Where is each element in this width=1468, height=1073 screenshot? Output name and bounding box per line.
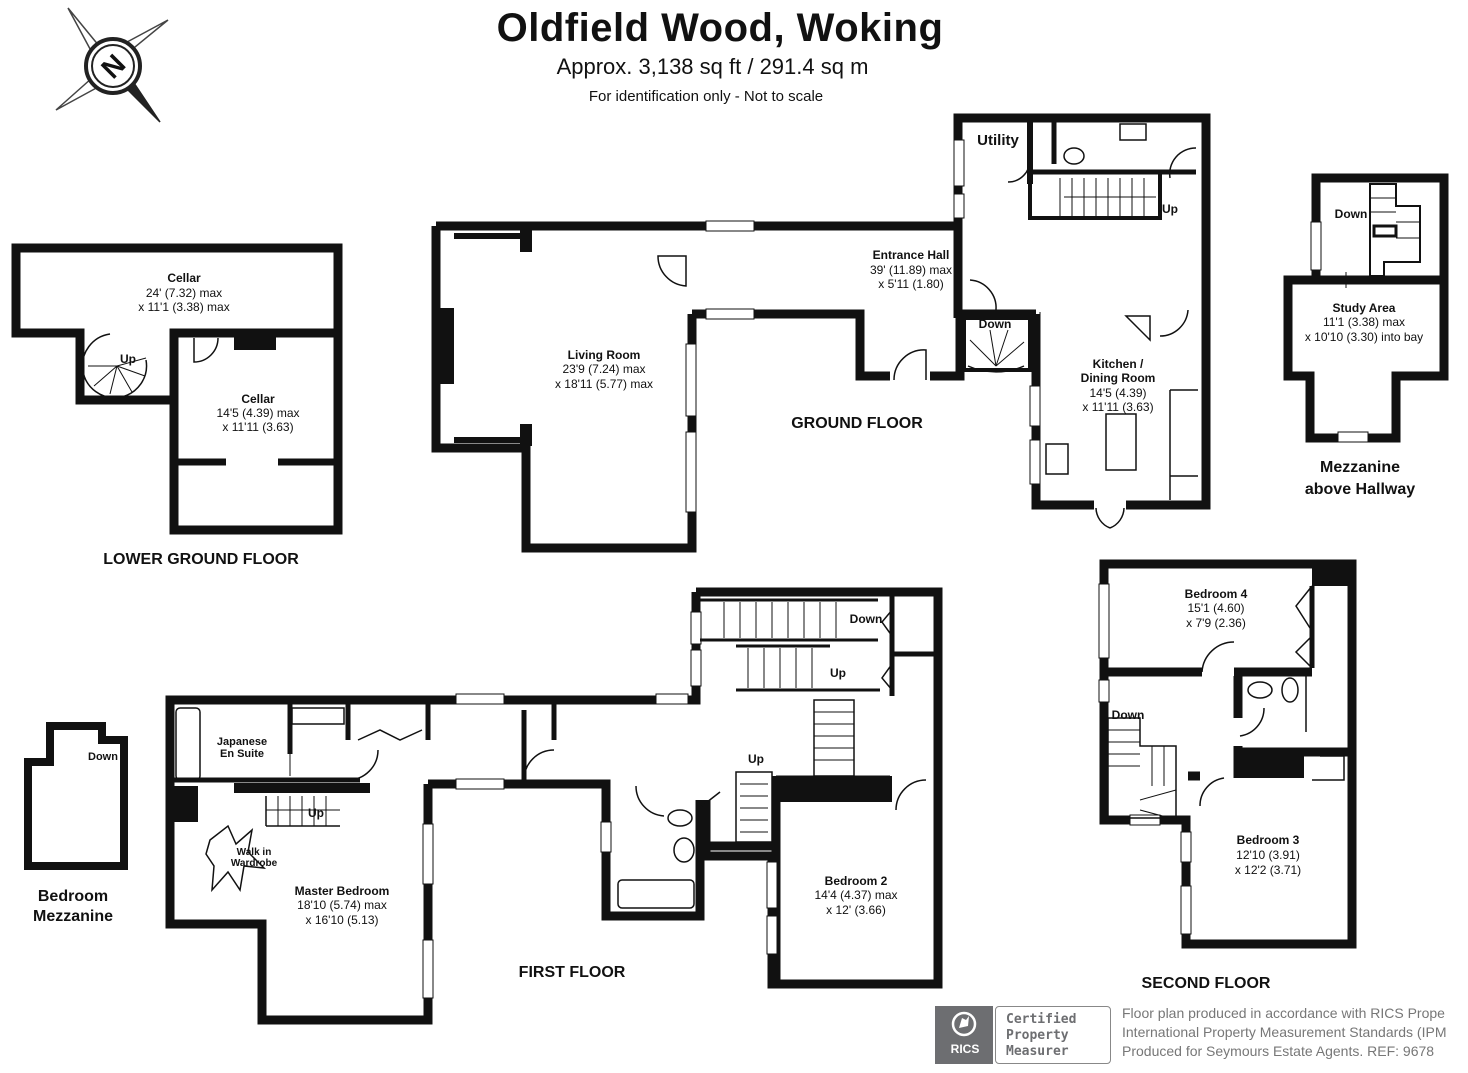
rics-line-1: Certified (1006, 1012, 1077, 1027)
footer-text: Floor plan produced in accordance with R… (1122, 1004, 1468, 1061)
bed3-dim2: x 12'2 (3.71) (1235, 863, 1301, 877)
first-stair-down: Down (850, 612, 883, 626)
ground-floor-walls (431, 113, 1211, 553)
bedmezz-stair-down: Down (88, 751, 118, 763)
plan-note: For identification only - Not to scale (588, 88, 824, 105)
ensuite-name1: Japanese (217, 736, 267, 748)
mezz-hall-details (1310, 183, 1421, 443)
mezz-hall-label-2: above Hallway (1305, 481, 1415, 498)
wardrobe-name1: Walk in (237, 847, 272, 858)
wardrobe-name2: Wardrobe (231, 858, 278, 869)
first-stair-up-top: Up (830, 666, 846, 680)
plan-area: Approx. 3,138 sq ft / 291.4 sq m (556, 54, 869, 79)
bed2-name: Bedroom 2 (825, 874, 888, 888)
cellar1-name: Cellar (167, 271, 201, 285)
mezz-hall-walls (1283, 173, 1449, 443)
kitchen-name1: Kitchen / (1093, 357, 1144, 371)
rics-badge: RICS Certified Property Measurer (935, 1006, 1111, 1064)
rics-cert-box: Certified Property Measurer (995, 1006, 1111, 1064)
first-floor-details (170, 596, 934, 999)
bed-mezz-label-2: Mezzanine (33, 908, 113, 925)
bed-mezz-label-1: Bedroom (38, 888, 108, 905)
rics-logo-icon: RICS (935, 1006, 993, 1064)
master-name: Master Bedroom (295, 884, 390, 898)
second-floor-label: SECOND FLOOR (1142, 975, 1271, 992)
hall-dim1: 39' (11.89) max (870, 263, 952, 277)
bed2-dim1: 14'4 (4.37) max (815, 888, 898, 902)
compass-icon: N (55, 7, 169, 123)
cellar2-dim2: x 11'11 (3.63) (222, 420, 293, 434)
first-stair-up-mid: Up (748, 752, 764, 766)
bed-mezz-walls (24, 722, 128, 870)
study-stair-down: Down (1335, 207, 1368, 221)
ground-floor-label: GROUND FLOOR (791, 415, 923, 432)
footer-line-1: Floor plan produced in accordance with R… (1122, 1005, 1445, 1021)
bed4-dim1: 15'1 (4.60) (1188, 601, 1245, 615)
footer-line-2: International Property Measurement Stand… (1122, 1024, 1447, 1040)
living-name: Living Room (568, 348, 641, 362)
cellar1-dim1: 24' (7.32) max (146, 286, 222, 300)
ground-stair-up: Up (1162, 202, 1178, 216)
ensuite-name2: En Suite (220, 748, 264, 760)
lower-ground-floor-label: LOWER GROUND FLOOR (103, 551, 299, 568)
utility-name: Utility (977, 132, 1019, 149)
bed4-name: Bedroom 4 (1185, 587, 1248, 601)
cellar2-dim1: 14'5 (4.39) max (217, 406, 300, 420)
bed2-dim2: x 12' (3.66) (826, 903, 886, 917)
hall-dim2: x 5'11 (1.80) (878, 277, 943, 291)
study-name: Study Area (1333, 301, 1396, 315)
second-floor-details (1098, 568, 1350, 935)
first-floor-walls (165, 587, 943, 1025)
cellar1-dim2: x 11'1 (3.38) max (138, 300, 229, 314)
bed3-name: Bedroom 3 (1237, 833, 1300, 847)
master-dim1: 18'10 (5.74) max (297, 898, 387, 912)
lion-icon (951, 1011, 977, 1037)
living-dim2: x 18'11 (5.77) max (555, 377, 653, 391)
rics-org: RICS (950, 1042, 980, 1056)
footer-line-3: Produced for Seymours Estate Agents. REF… (1122, 1043, 1435, 1059)
hall-name: Entrance Hall (873, 248, 950, 262)
bed3-dim1: 12'10 (3.91) (1236, 848, 1300, 862)
second-stair-down: Down (1112, 708, 1145, 722)
study-dim1: 11'1 (3.38) max (1323, 315, 1405, 329)
lower-ground-floor (11, 243, 343, 535)
ground-stair-down: Down (979, 317, 1012, 331)
kitchen-dim1: 14'5 (4.39) (1090, 386, 1147, 400)
living-dim1: 23'9 (7.24) max (563, 362, 646, 376)
rics-line-2: Property (1006, 1028, 1069, 1043)
kitchen-dim2: x 11'11 (3.63) (1082, 400, 1153, 414)
first-stair-up-master: Up (308, 806, 324, 820)
bed4-dim2: x 7'9 (2.36) (1186, 616, 1246, 630)
cellar2-name: Cellar (241, 392, 275, 406)
mezz-hall-label-1: Mezzanine (1320, 459, 1400, 476)
cellar-stair-up: Up (120, 352, 136, 366)
kitchen-name2: Dining Room (1081, 371, 1156, 385)
ground-floor-details (440, 118, 1198, 529)
rics-line-3: Measurer (1006, 1044, 1069, 1059)
first-floor-label: FIRST FLOOR (519, 964, 626, 981)
study-dim2: x 10'10 (3.30) into bay (1305, 330, 1423, 344)
master-dim2: x 16'10 (5.13) (305, 913, 378, 927)
plan-title: Oldfield Wood, Woking (496, 6, 944, 50)
lower-ground-details (81, 333, 334, 466)
